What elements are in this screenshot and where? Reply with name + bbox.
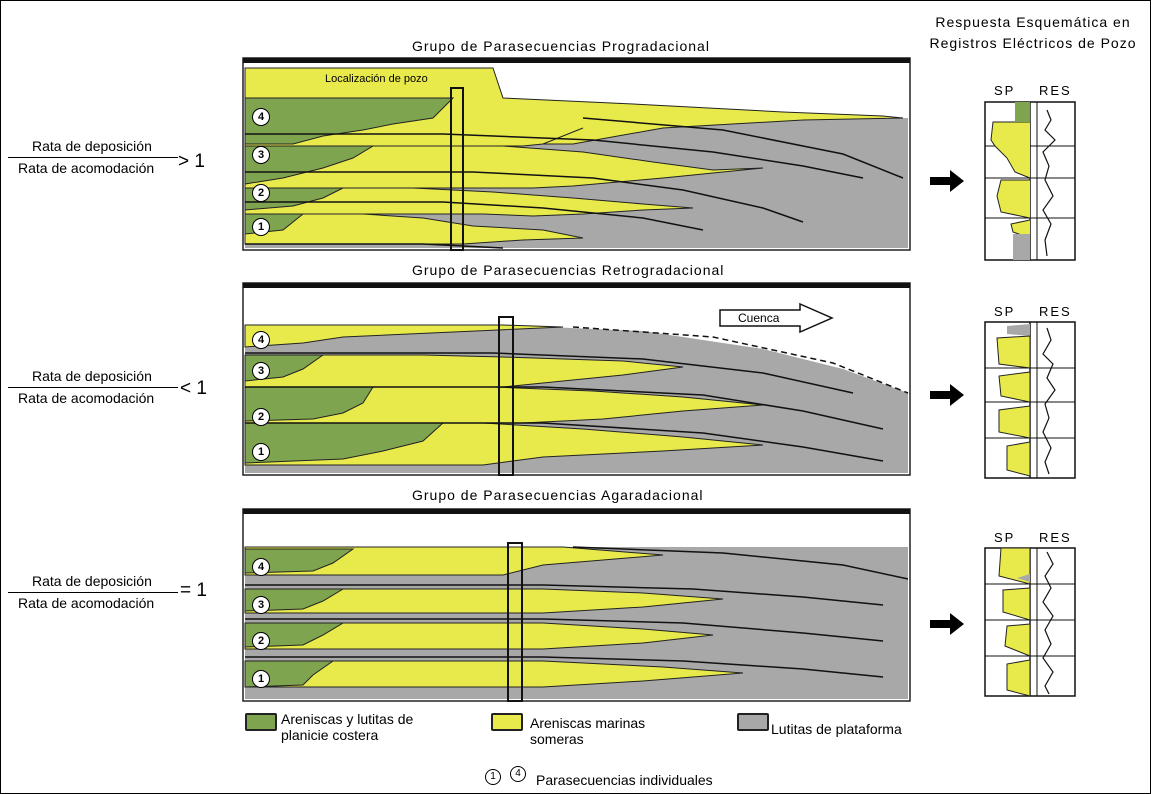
sp-log-label: SP	[994, 304, 1016, 319]
ratio-denominator: Rata de acomodación	[18, 595, 155, 611]
legend-label-marine-line2: someras	[530, 731, 584, 747]
well-location-label: Localización de pozo	[325, 73, 428, 85]
panel-title-progradational: Grupo de Parasecuencias Progradacional	[412, 38, 710, 54]
panel-aggradational	[242, 508, 911, 702]
ratio-operator: < 1	[180, 378, 207, 399]
ratio-denominator: Rata de acomodación	[18, 160, 155, 176]
legend-individual-label: Parasecuencias individuales	[536, 772, 713, 788]
basin-arrow	[719, 302, 834, 334]
ratio-denominator: Rata de acomodación	[18, 390, 155, 406]
legend-swatch-coastal	[245, 713, 277, 731]
well-log-retrogradational	[984, 321, 1076, 479]
parasequence-number: 4	[252, 558, 270, 576]
legend-marker-1: 1	[485, 769, 501, 785]
sp-log-label: SP	[994, 83, 1016, 98]
parasequence-number: 3	[252, 596, 270, 614]
ratio-operator: > 1	[178, 151, 205, 172]
arrow-right-icon	[930, 170, 964, 192]
parasequence-number: 1	[252, 443, 270, 461]
legend-label-coastal: Areniscas y lutitas de planicie costera	[281, 711, 413, 743]
panel-title-retrogradational: Grupo de Parasecuencias Retrogradacional	[412, 262, 725, 278]
panel-progradational	[242, 57, 911, 251]
panel-title-aggradational: Grupo de Parasecuencias Agaradacional	[412, 487, 704, 503]
legend-marker-4: 4	[510, 766, 526, 782]
parasequence-number: 2	[252, 632, 270, 650]
basin-label: Cuenca	[738, 311, 780, 325]
res-log-label: RES	[1039, 530, 1072, 545]
parasequence-number: 2	[252, 408, 270, 426]
ratio-fraction-line	[8, 592, 178, 593]
arrow-right-icon	[930, 384, 964, 406]
parasequence-number: 2	[252, 184, 270, 202]
parasequence-number: 4	[252, 108, 270, 126]
ratio-numerator: Rata de deposición	[32, 138, 152, 154]
parasequence-number: 4	[252, 331, 270, 349]
res-log-label: RES	[1039, 304, 1072, 319]
res-log-label: RES	[1039, 83, 1072, 98]
response-title-line1: Respuesta Esquemática en	[935, 14, 1131, 30]
legend-label-coastal-line1: Areniscas y lutitas de	[281, 711, 414, 727]
well-log-aggradational	[984, 547, 1076, 697]
legend-swatch-shale	[737, 713, 769, 731]
ratio-fraction-line	[8, 387, 178, 388]
legend-label-coastal-line2: planicie costera	[281, 727, 379, 743]
ratio-numerator: Rata de deposición	[32, 573, 152, 589]
legend-label-marine: Areniscas marinas someras	[530, 715, 645, 747]
sp-log-label: SP	[994, 530, 1016, 545]
well-log-progradational	[984, 101, 1076, 261]
parasequence-number: 1	[252, 670, 270, 688]
ratio-fraction-line	[8, 157, 178, 158]
legend-swatch-marine	[491, 713, 523, 731]
panel-retrogradational	[242, 282, 911, 476]
parasequence-number: 3	[252, 362, 270, 380]
legend-label-shale: Lutitas de plataforma	[771, 721, 902, 737]
arrow-right-icon	[930, 613, 964, 635]
ratio-operator: = 1	[180, 580, 207, 601]
parasequence-number: 1	[252, 218, 270, 236]
ratio-numerator: Rata de deposición	[32, 368, 152, 384]
parasequence-number: 3	[252, 146, 270, 164]
response-title-line2: Registros Eléctricos de Pozo	[929, 35, 1137, 51]
legend-label-marine-line1: Areniscas marinas	[530, 715, 646, 731]
